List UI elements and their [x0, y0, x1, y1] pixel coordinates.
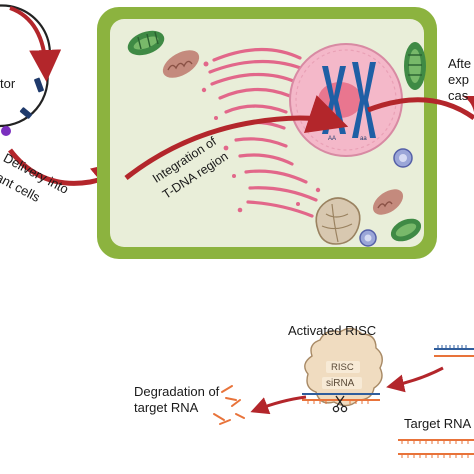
plasmid-segment: [34, 77, 44, 93]
plasmid-segment: [19, 107, 33, 119]
degradation-arrow: [250, 395, 307, 415]
target-rna-label: Target RNA: [404, 416, 472, 431]
degradation-label-line1: Degradation of: [134, 384, 220, 399]
loading-arrow: [386, 366, 444, 393]
chromosome-pair-right: [352, 62, 376, 138]
peroxisome: [359, 229, 377, 247]
peroxisome: [393, 148, 413, 168]
allele-label-left: AA: [328, 136, 337, 142]
sirna-label-box: [322, 377, 362, 389]
activated-risc-label: Activated RISC: [288, 323, 377, 338]
integration-arrow: [124, 95, 349, 180]
expression-arrow-head: [462, 96, 474, 130]
target-rna-strands: [398, 439, 474, 458]
chloroplast: [127, 30, 165, 56]
plant-cell: [97, 7, 437, 259]
chloroplast: [404, 42, 426, 90]
vacuole: [315, 197, 361, 245]
risc-label-box: [326, 361, 360, 373]
nucleus: [289, 43, 403, 157]
after-label-line1: Afte: [448, 56, 472, 71]
degraded-rna-fragments: [213, 385, 245, 425]
plasmid-vector: [0, 4, 62, 136]
sirna-label: siRNA: [326, 378, 355, 389]
allele-label-right: aa: [360, 136, 367, 142]
expression-arrow: [367, 97, 474, 121]
scissors-icon: [332, 395, 348, 413]
degradation-label-line2: target RNA: [134, 400, 199, 415]
after-label-line3: cas: [448, 88, 469, 103]
vector-label-fragment: tor: [0, 76, 16, 91]
after-label-line2: exp: [448, 72, 469, 87]
chloroplast: [390, 218, 422, 242]
bound-target-rna: [302, 393, 380, 413]
risc-complex: [304, 327, 383, 407]
incoming-rna-duplex: [434, 345, 474, 357]
plasmid-direction-arrow: [9, 6, 62, 82]
risc-label: RISC: [331, 362, 354, 373]
plasmid-marker: [1, 126, 11, 136]
mitochondrion: [372, 189, 404, 215]
mitochondrion: [162, 50, 200, 78]
golgi-vesicles: [201, 61, 321, 213]
